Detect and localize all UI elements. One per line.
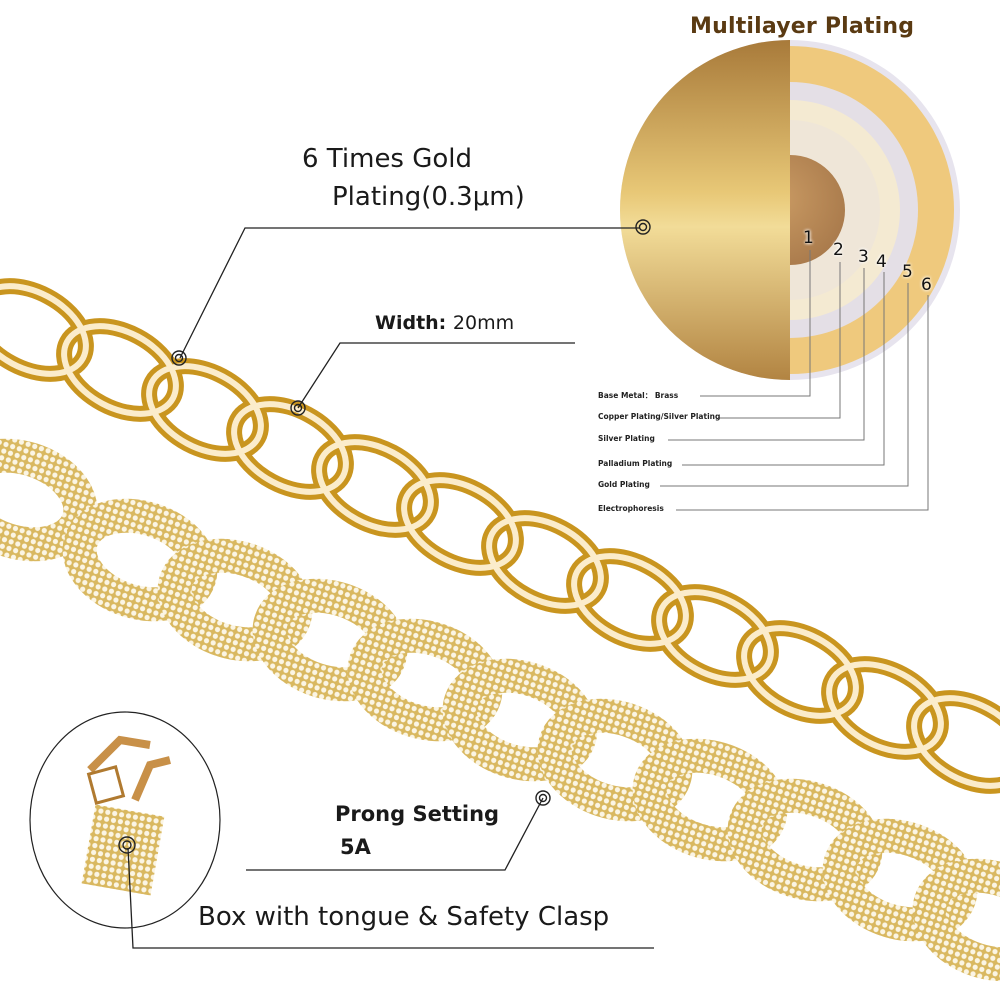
width-marker-icon [290, 400, 306, 416]
layer-label-base-metal: Base Metal： Brass [598, 391, 679, 400]
clasp-leader [127, 847, 654, 949]
prong-marker-icon [535, 790, 551, 806]
width-leader [297, 342, 575, 409]
prong-leader [246, 797, 544, 871]
prong-grade-label: 5A [340, 835, 371, 859]
iced-cuban-chain [0, 438, 1000, 982]
layer-number-1: 1 [803, 228, 814, 248]
gold-plating-leader [179, 227, 640, 359]
gold-hemisphere [620, 40, 790, 380]
clasp-inset [29, 711, 221, 929]
layer-label-silver: Silver Plating [598, 434, 655, 443]
callout-lines [127, 227, 654, 949]
layer-leader-lines [660, 250, 929, 511]
layer-label-gold: Gold Plating [598, 480, 650, 489]
layer-number-6: 6 [921, 275, 932, 295]
clasp-label: Box with tongue & Safety Clasp [198, 902, 610, 932]
width-label: Width: 20mm [375, 312, 514, 334]
width-label-text: Width: [375, 312, 447, 334]
layer-number-2: 2 [833, 240, 844, 260]
layer-label-palladium: Palladium Plating [598, 459, 673, 468]
gold-plating-label-line1: 6 Times Gold [302, 144, 473, 174]
layer-number-5: 5 [902, 262, 913, 282]
plating-diagram [620, 40, 960, 511]
layer-label-electrophoresis: Electrophoresis [598, 504, 664, 513]
layer-number-3: 3 [858, 247, 869, 267]
prong-setting-label: Prong Setting [335, 802, 500, 826]
chain-marker-icon [171, 350, 187, 366]
layer-number-4: 4 [876, 252, 887, 272]
clasp-box [81, 804, 165, 896]
width-value: 20mm [452, 312, 515, 334]
diagram-title: Multilayer Plating [690, 14, 915, 39]
layer-label-copper: Copper Plating/Silver Plating [598, 412, 721, 421]
plain-cuban-chain [0, 278, 1000, 794]
clasp-marker-icon [118, 836, 136, 854]
gold-plating-marker-icon [635, 219, 651, 235]
gold-plating-label-line2: Plating(0.3μm) [332, 182, 525, 212]
